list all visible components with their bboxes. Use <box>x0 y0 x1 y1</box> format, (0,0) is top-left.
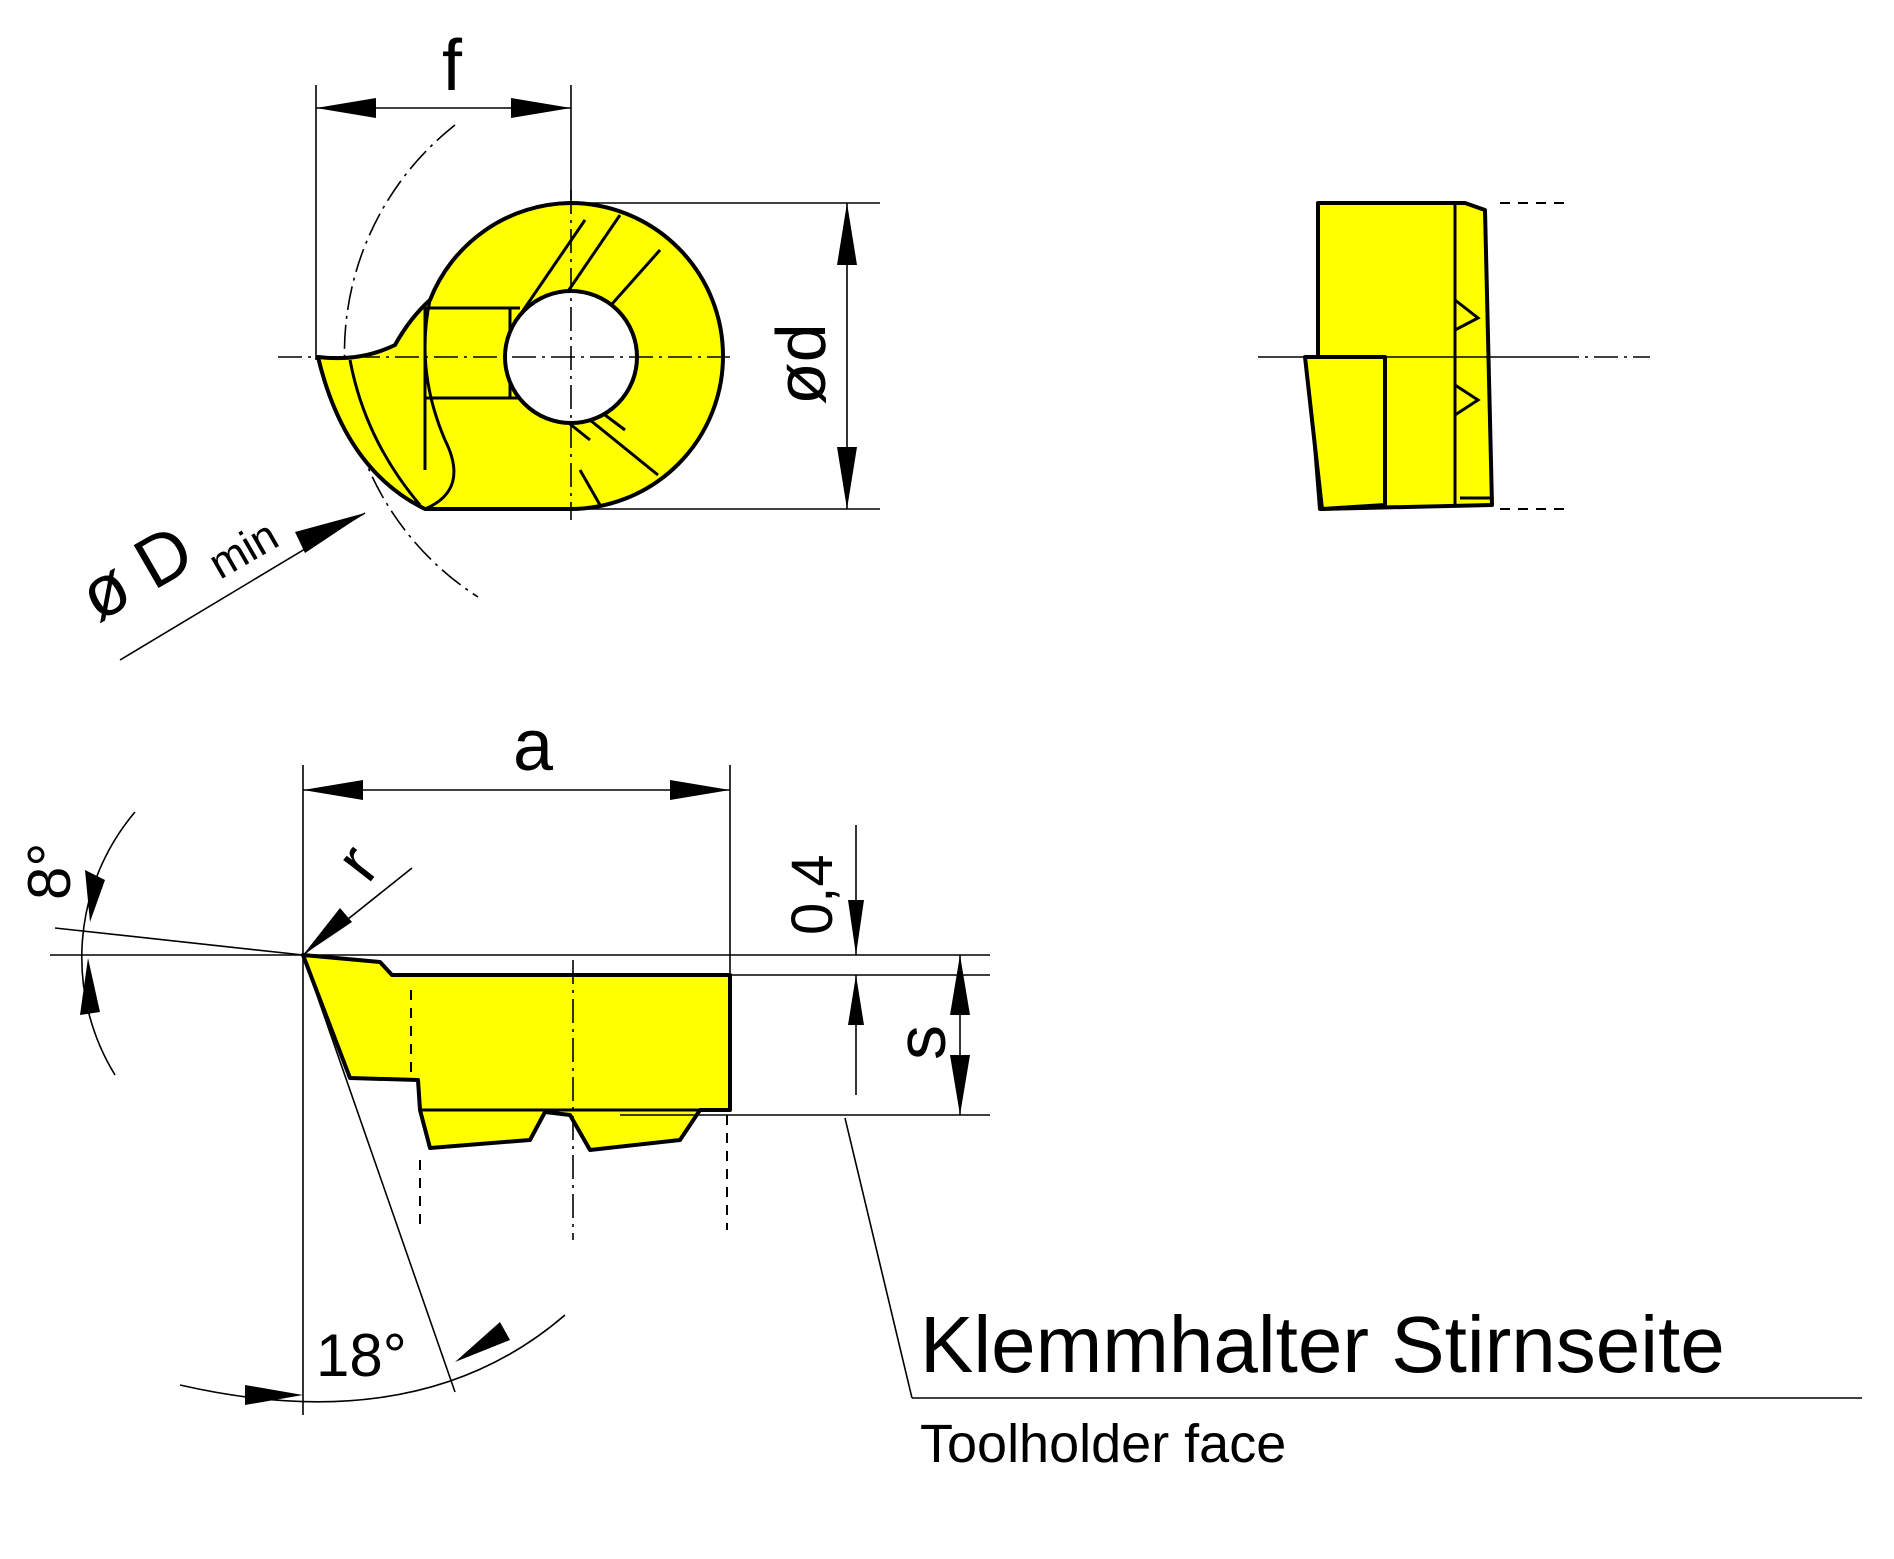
label-angle-8: 8° <box>16 843 83 900</box>
label-clearance: 0,4 <box>780 854 845 935</box>
label-a: a <box>513 706 554 786</box>
side-view <box>1258 201 1650 511</box>
label-angle-18: 18° <box>316 1322 407 1389</box>
label-d: ød <box>762 323 840 405</box>
front-view <box>50 765 1862 1415</box>
label-D: ø D <box>66 510 206 637</box>
label-min: min <box>201 511 287 589</box>
top-view <box>119 85 880 661</box>
label-holder-en: Toolholder face <box>920 1414 1286 1474</box>
label-holder-de: Klemmhalter Stirnseite <box>920 1300 1725 1389</box>
label-r: r <box>321 831 393 894</box>
label-s: s <box>882 1025 960 1060</box>
insert-front-body <box>301 953 732 1152</box>
label-f: f <box>442 26 463 106</box>
